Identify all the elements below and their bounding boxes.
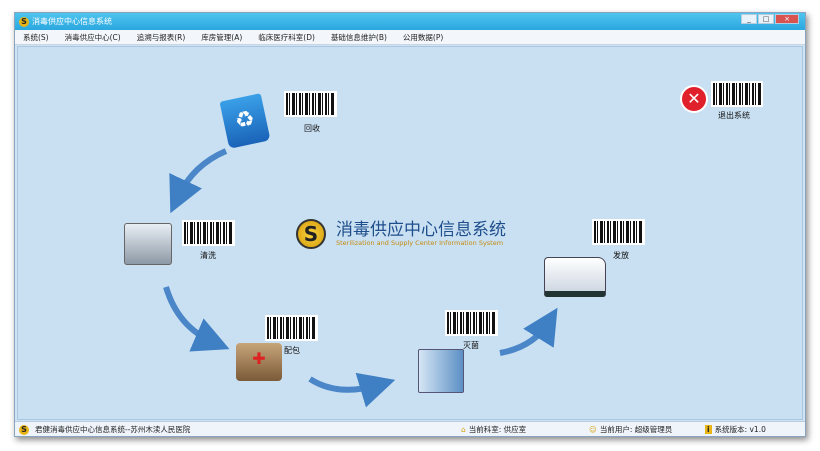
sterilize-barcode	[445, 310, 498, 336]
pack-label: 配包	[284, 346, 300, 355]
exit-barcode	[711, 81, 763, 107]
logo-title: 消毒供应中心信息系统	[336, 220, 506, 240]
app-logo-icon: S	[19, 16, 29, 27]
menu-supply-center[interactable]: 消毒供应中心(C)	[64, 32, 121, 42]
pack-barcode	[265, 315, 318, 341]
app-small-icon: S	[19, 424, 29, 435]
menu-warehouse[interactable]: 库房管理(A)	[201, 32, 243, 42]
workflow-panel: ♻ 回收 清洗 ✚ 配包 灭菌 发放 ✕ 退出系统 S 消毒供应中心信息系统 S…	[17, 46, 803, 420]
sterilize-label: 灭菌	[463, 341, 479, 350]
menu-trace-reports[interactable]: 追溯与报表(R)	[136, 32, 186, 42]
close-button[interactable]: ×	[775, 14, 799, 24]
title-bar: S 消毒供应中心信息系统 _ □ ×	[15, 13, 805, 30]
maximize-button[interactable]: □	[758, 14, 774, 24]
dispatch-barcode	[592, 219, 645, 245]
exit-label: 退出系统	[718, 111, 750, 120]
recycle-label: 回收	[304, 124, 320, 133]
medical-bag-icon: ✚	[236, 343, 282, 381]
recycle-barcode	[284, 91, 337, 117]
status-dept: 当前科室: 供应室	[468, 425, 527, 434]
arrow-wash-to-pack	[163, 286, 230, 352]
status-app: 君健消毒供应中心信息系统--苏州木渎人民医院	[35, 425, 191, 434]
menu-system[interactable]: 系统(S)	[23, 32, 49, 42]
flow-arrows	[163, 148, 558, 408]
user-icon: ☺	[589, 425, 597, 434]
arrow-pack-to-sterilize	[308, 372, 396, 408]
logo-s-icon: S	[296, 219, 326, 249]
status-user: 当前用户: 超级管理员	[599, 425, 673, 434]
menu-bar: 系统(S) 消毒供应中心(C) 追溯与报表(R) 库房管理(A) 临床医疗科室(…	[15, 30, 805, 45]
status-version: 系统版本: v1.0	[714, 425, 766, 434]
washer-rack-icon	[124, 223, 172, 265]
minimize-button[interactable]: _	[741, 14, 757, 24]
wash-barcode	[182, 220, 235, 246]
app-window: S 消毒供应中心信息系统 _ □ × 系统(S) 消毒供应中心(C) 追溯与报表…	[14, 12, 806, 437]
window-title: 消毒供应中心信息系统	[32, 17, 112, 26]
menu-base-info[interactable]: 基础信息维护(B)	[330, 32, 387, 42]
menu-public-data[interactable]: 公用数据(P)	[402, 32, 444, 42]
dispatch-label: 发放	[613, 251, 629, 260]
status-bar: S 君健消毒供应中心信息系统--苏州木渎人民医院 ⌂当前科室: 供应室 ☺当前用户…	[15, 421, 805, 436]
menu-clinical-dept[interactable]: 临床医疗科室(D)	[258, 32, 315, 42]
info-icon: i	[705, 425, 712, 434]
arrow-recycle-to-wash	[169, 148, 228, 214]
arrow-sterilize-to-dispatch	[499, 307, 558, 356]
hospital-building-icon	[418, 349, 464, 393]
wash-label: 清洗	[200, 251, 216, 260]
ambulance-icon	[544, 257, 606, 297]
home-icon: ⌂	[461, 425, 466, 434]
logo-subtitle: Sterilization and Supply Center Informat…	[336, 239, 504, 247]
exit-x-icon: ✕	[680, 85, 708, 113]
